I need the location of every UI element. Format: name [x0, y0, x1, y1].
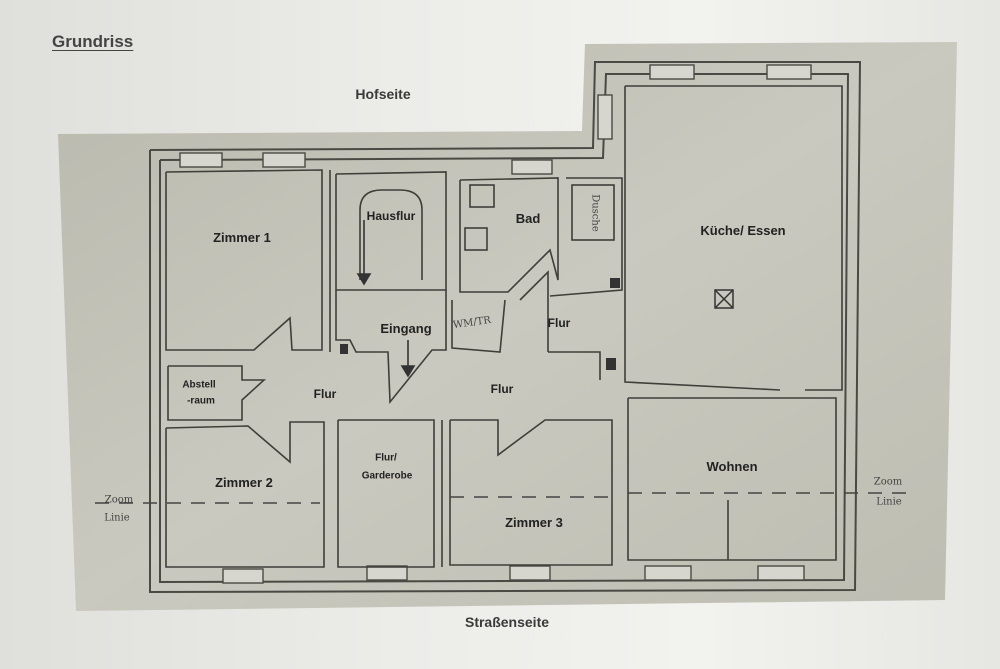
window: [222, 568, 264, 584]
room-wohnen: Wohnen: [706, 459, 758, 475]
chimney: [610, 278, 620, 288]
zoom-note-right-2: Linie: [876, 496, 902, 508]
interior-walls: [165, 85, 843, 568]
label-street-side: Straßenseite: [464, 614, 550, 630]
arrows: [356, 220, 416, 378]
zoom-line: [95, 492, 910, 504]
outer-walls: [149, 61, 862, 594]
room-dusche: Dusche: [589, 194, 601, 232]
windows: [179, 64, 812, 584]
label-courtyard-side: Hofseite: [355, 86, 411, 102]
window: [757, 565, 805, 581]
chimney: [606, 358, 616, 370]
page-title: Grundriss: [52, 32, 134, 51]
zoom-note-left-2: Linie: [104, 512, 130, 524]
chimney-marks: [340, 278, 620, 370]
room-zimmer-2: Zimmer 2: [215, 475, 273, 491]
room-garderobe-line2: Garderobe: [361, 470, 413, 482]
window: [262, 152, 306, 168]
room-flur-mid: Flur: [490, 381, 514, 396]
window: [366, 565, 408, 581]
chimney: [340, 344, 348, 354]
room-zimmer-1: Zimmer 1: [213, 230, 271, 246]
window: [649, 64, 695, 80]
room-bad: Bad: [515, 211, 541, 227]
window: [179, 152, 223, 168]
plan-photo-sheet: [58, 42, 957, 611]
window: [511, 159, 553, 175]
window: [766, 64, 812, 80]
room-abstellraum-line2: -raum: [187, 395, 215, 407]
room-garderobe-line1: Flur/: [375, 452, 397, 464]
room-eingang: Eingang: [380, 321, 432, 337]
room-kueche-essen: Küche/ Essen: [700, 223, 786, 239]
window: [597, 94, 613, 140]
room-flur-bad: Flur: [547, 315, 571, 330]
zoom-note-left-1: Zoom: [104, 494, 134, 506]
window: [644, 565, 692, 581]
room-flur-left: Flur: [313, 386, 337, 401]
zoom-note-right-1: Zoom: [873, 476, 903, 488]
room-abstellraum-line1: Abstell: [182, 379, 216, 391]
room-zimmer-3: Zimmer 3: [505, 515, 563, 531]
room-hausflur: Hausflur: [366, 208, 416, 223]
window: [509, 565, 551, 581]
kitchen-mark: [714, 289, 734, 309]
